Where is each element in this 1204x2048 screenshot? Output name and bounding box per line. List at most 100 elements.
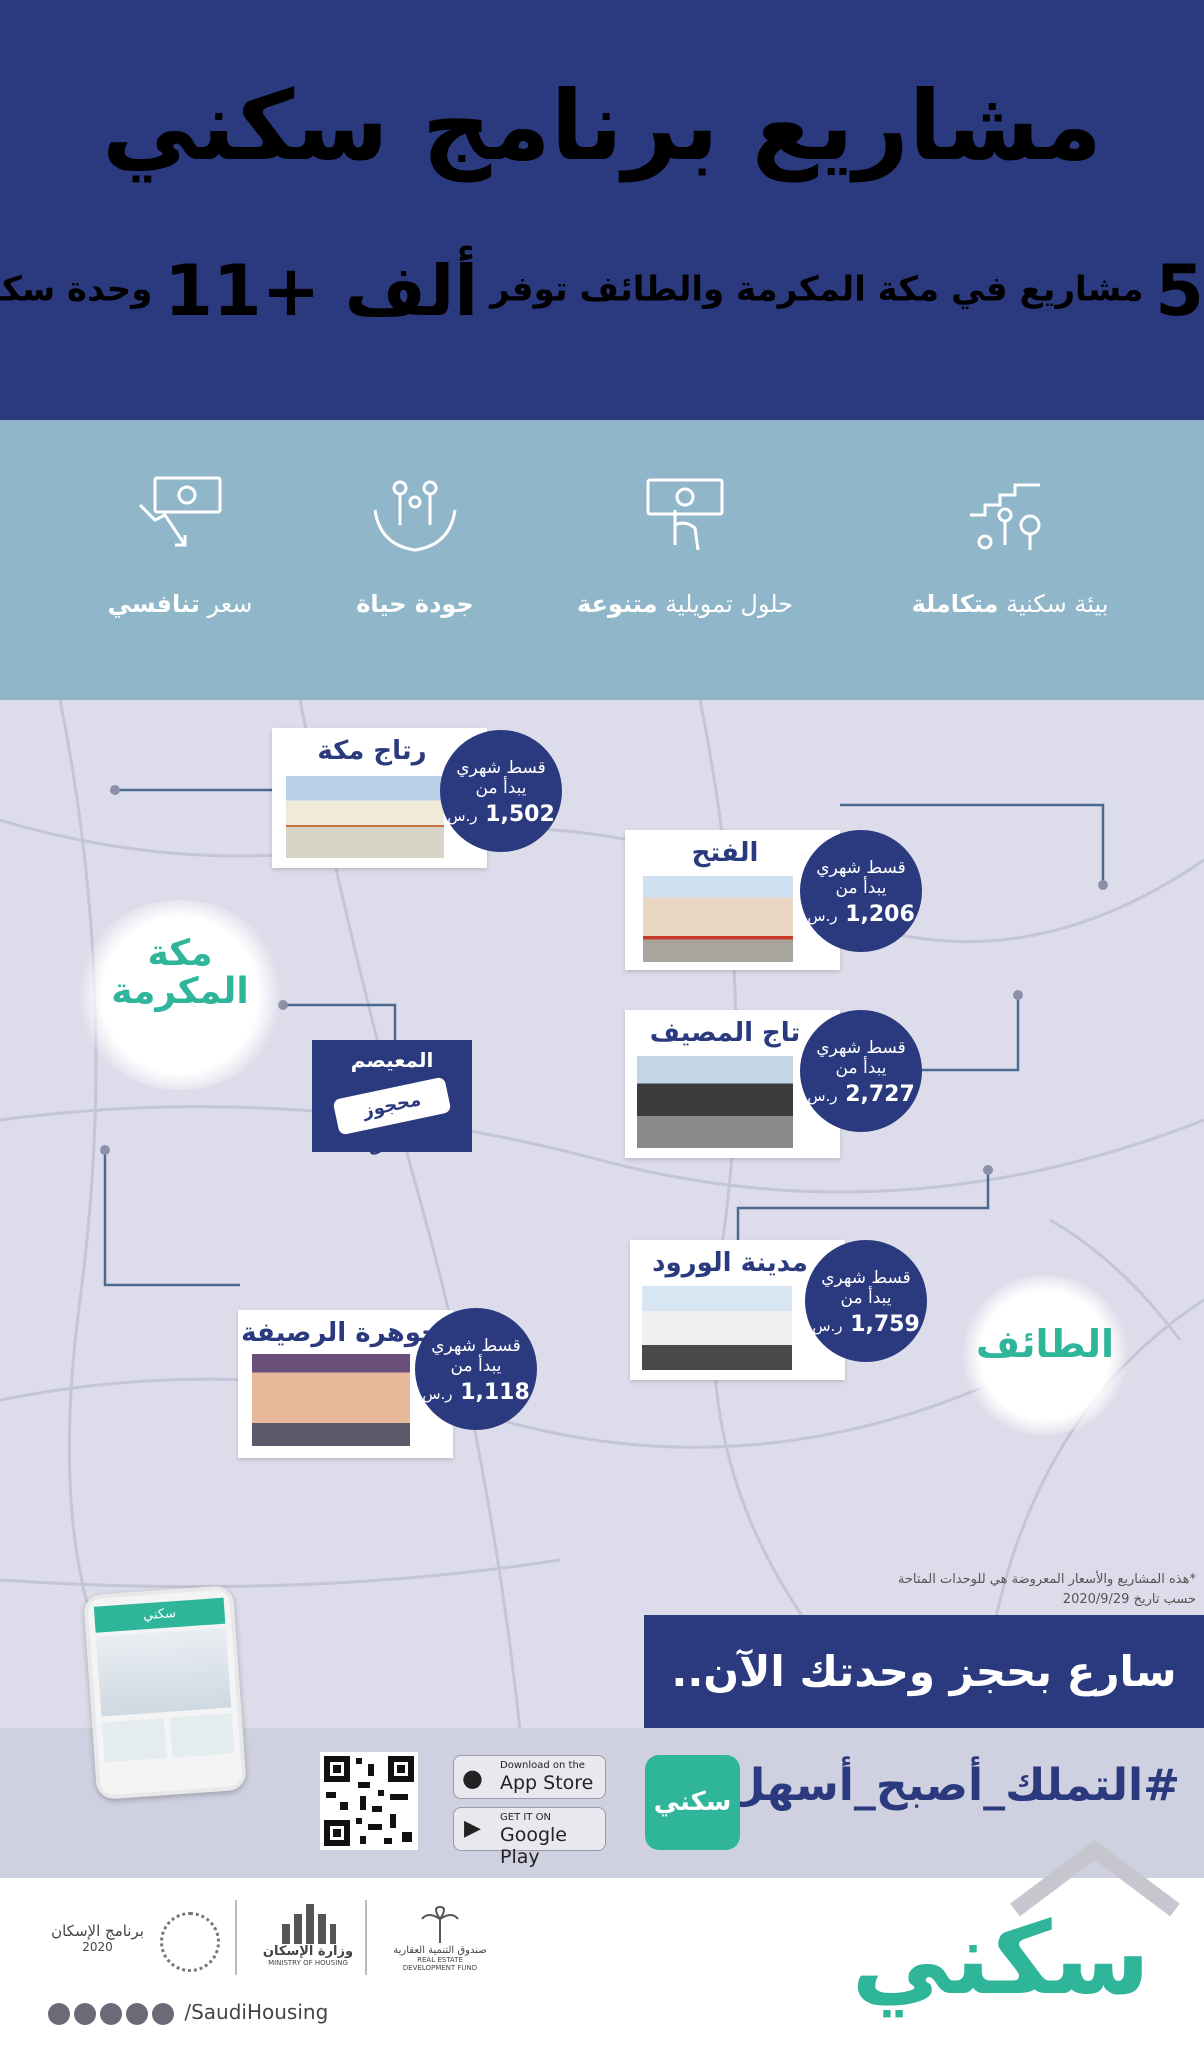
phone-screen-photo xyxy=(95,1627,232,1717)
price-label-monthly: قسط شهري xyxy=(456,758,546,778)
price-label-starts: يبدأ من xyxy=(475,778,527,798)
price-currency: ر.س xyxy=(447,807,478,825)
hashtag: #التملك_أصبح_أسهل xyxy=(727,1760,1180,1811)
note-line1: *هذه المشاريع والأسعار المعروضة هي للوحد… xyxy=(897,1572,1196,1587)
features-band xyxy=(0,420,1204,700)
price-circle-jawharat-al-rusaifa: قسط شهري يبدأ من 1,118 ر.س xyxy=(415,1308,537,1430)
project-photo xyxy=(643,876,793,962)
hand-money-icon xyxy=(646,478,724,551)
social-handle[interactable]: /SaudiHousing xyxy=(184,2000,329,2024)
google-play-button[interactable]: ▶ GET IT ON Google Play xyxy=(453,1807,606,1868)
roof-logo-icon xyxy=(1010,1840,1180,1917)
price-label-starts: يبدأ من xyxy=(840,1288,892,1308)
feature-label-normal: سعر xyxy=(199,590,253,618)
project-name: جوهرة الرصيفة xyxy=(241,1318,440,1348)
price-circle-rataj-makkah: قسط شهري يبدأ من 1,502 ر.س xyxy=(440,730,562,852)
google-play-big-text: Google Play xyxy=(500,1824,568,1868)
app-store-button[interactable]: ● Download on the App Store xyxy=(453,1755,606,1799)
qr-code[interactable] xyxy=(320,1752,418,1850)
page-subtitle: 5 مشاريع في مكة المكرمة والطائف توفر 11+… xyxy=(0,250,1204,332)
feature-financing-solutions: حلول تمويلية متنوعة xyxy=(555,470,815,618)
fund-name-en: REAL ESTATE DEVELOPMENT FUND xyxy=(402,1956,478,1972)
instagram-icon[interactable] xyxy=(126,2002,148,2025)
phone-frame: سكني xyxy=(83,1585,247,1800)
subtitle-text-2: وحدة سكنية xyxy=(0,269,153,310)
project-photo xyxy=(252,1354,410,1446)
ministry-name-en: MINISTRY OF HOUSING xyxy=(268,1959,348,1967)
footer-divider xyxy=(365,1900,367,1975)
snapchat-icon[interactable] xyxy=(48,2002,70,2025)
price-value: 1,502 xyxy=(485,802,555,827)
program-emblem-icon xyxy=(160,1912,220,1972)
program-name-ar: برنامج الإسكان xyxy=(51,1922,144,1940)
cta-banner: سارع بحجز وحدتك الآن.. xyxy=(644,1615,1204,1728)
feature-label-normal: بيئة سكنية xyxy=(998,590,1109,618)
price-circle-taj-al-masif: قسط شهري يبدأ من 2,727 ر.س xyxy=(800,1010,922,1132)
price-label-monthly: قسط شهري xyxy=(816,1038,906,1058)
apple-icon: ● xyxy=(462,1764,483,1792)
price-label-starts: يبدأ من xyxy=(835,1058,887,1078)
city-label-makkah: مكة المكرمة xyxy=(95,935,265,1011)
city-label-taif: الطائف xyxy=(975,1322,1115,1366)
price-label-monthly: قسط شهري xyxy=(816,858,906,878)
social-links: /SaudiHousing xyxy=(48,2000,328,2025)
subtitle-number: 5 xyxy=(1155,250,1204,332)
feature-label-bold: جودة حياة xyxy=(356,590,474,618)
project-photo xyxy=(286,776,444,858)
price-value: 1,118 xyxy=(460,1380,530,1405)
fully-reserved-stamp: محجوز بالكامل xyxy=(328,1072,456,1158)
subtitle-big-count: 11+ ألف xyxy=(164,250,479,332)
google-play-small-text: GET IT ON xyxy=(500,1812,551,1823)
price-currency: ر.س xyxy=(812,1317,843,1335)
youtube-icon[interactable] xyxy=(74,2002,96,2025)
fund-name-ar: صندوق التنمية العقارية xyxy=(393,1945,487,1956)
subtitle-text-1: مشاريع في مكة المكرمة والطائف توفر xyxy=(490,269,1144,310)
feature-label-bold: متنوعة xyxy=(576,590,658,618)
feature-label-normal: حلول تمويلية xyxy=(657,590,793,618)
price-label-starts: يبدأ من xyxy=(835,878,887,898)
building-icon xyxy=(282,1904,336,1944)
city-name-line2: المكرمة xyxy=(111,970,249,1012)
app-store-small-text: Download on the xyxy=(500,1760,585,1771)
project-card-rataj-makkah: رتاج مكة xyxy=(272,728,487,868)
price-value: 1,206 xyxy=(845,902,915,927)
makkah-glow xyxy=(75,900,285,1090)
twitter-icon[interactable] xyxy=(100,2002,122,2025)
price-label-starts: يبدأ من xyxy=(450,1356,502,1376)
app-store-big-text: App Store xyxy=(500,1772,594,1794)
project-name: الفتح xyxy=(691,838,759,868)
phone-illustration: سكني xyxy=(50,1585,270,1847)
phone-screen-tile xyxy=(101,1718,167,1763)
feature-quality-of-life: جودة حياة xyxy=(285,470,545,618)
palm-icon xyxy=(421,1905,459,1943)
price-currency: ر.س xyxy=(807,1087,838,1105)
price-value: 1,759 xyxy=(850,1312,920,1337)
price-circle-al-fath: قسط شهري يبدأ من 1,206 ر.س xyxy=(800,830,922,952)
ministry-name-ar: وزارة الإسكان xyxy=(262,1944,354,1959)
phone-app-header: سكني xyxy=(93,1597,226,1633)
sakani-app-icon[interactable]: سكني xyxy=(645,1755,740,1850)
facebook-icon[interactable] xyxy=(152,2002,174,2025)
reserved-project-name: المعيصم xyxy=(350,1048,434,1072)
feature-label-bold: تنافسي xyxy=(107,590,200,618)
city-name-line1: مكة xyxy=(147,933,213,974)
price-value: 2,727 xyxy=(845,1082,915,1107)
housing-program-logo: برنامج الإسكان 2020 xyxy=(40,1922,155,1954)
family-hands-icon xyxy=(373,480,457,552)
footer-divider xyxy=(235,1900,237,1975)
reserved-card-al-muaisim: المعيصم محجوز بالكامل xyxy=(312,1040,472,1158)
price-label-monthly: قسط شهري xyxy=(431,1336,521,1356)
feature-integrated-environment: بيئة سكنية متكاملة xyxy=(880,470,1140,618)
sakani-brand-logo: سكني xyxy=(851,1900,1151,2017)
real-estate-fund-logo: صندوق التنمية العقارية REAL ESTATE DEVEL… xyxy=(390,1905,490,1972)
project-photo xyxy=(637,1056,793,1148)
program-year: 2020 xyxy=(82,1940,113,1954)
page-title: مشاريع برنامج سكني xyxy=(102,70,1102,182)
feature-competitive-price: سعر تنافسي xyxy=(50,470,310,618)
note-line2: حسب تاريخ 2020/9/29 xyxy=(1062,1591,1196,1607)
google-play-icon: ▶ xyxy=(464,1816,481,1841)
taif-glow xyxy=(960,1275,1130,1435)
price-currency: ر.س xyxy=(807,907,838,925)
phone-screen-tile xyxy=(169,1713,235,1758)
project-name: رتاج مكة xyxy=(317,736,427,766)
